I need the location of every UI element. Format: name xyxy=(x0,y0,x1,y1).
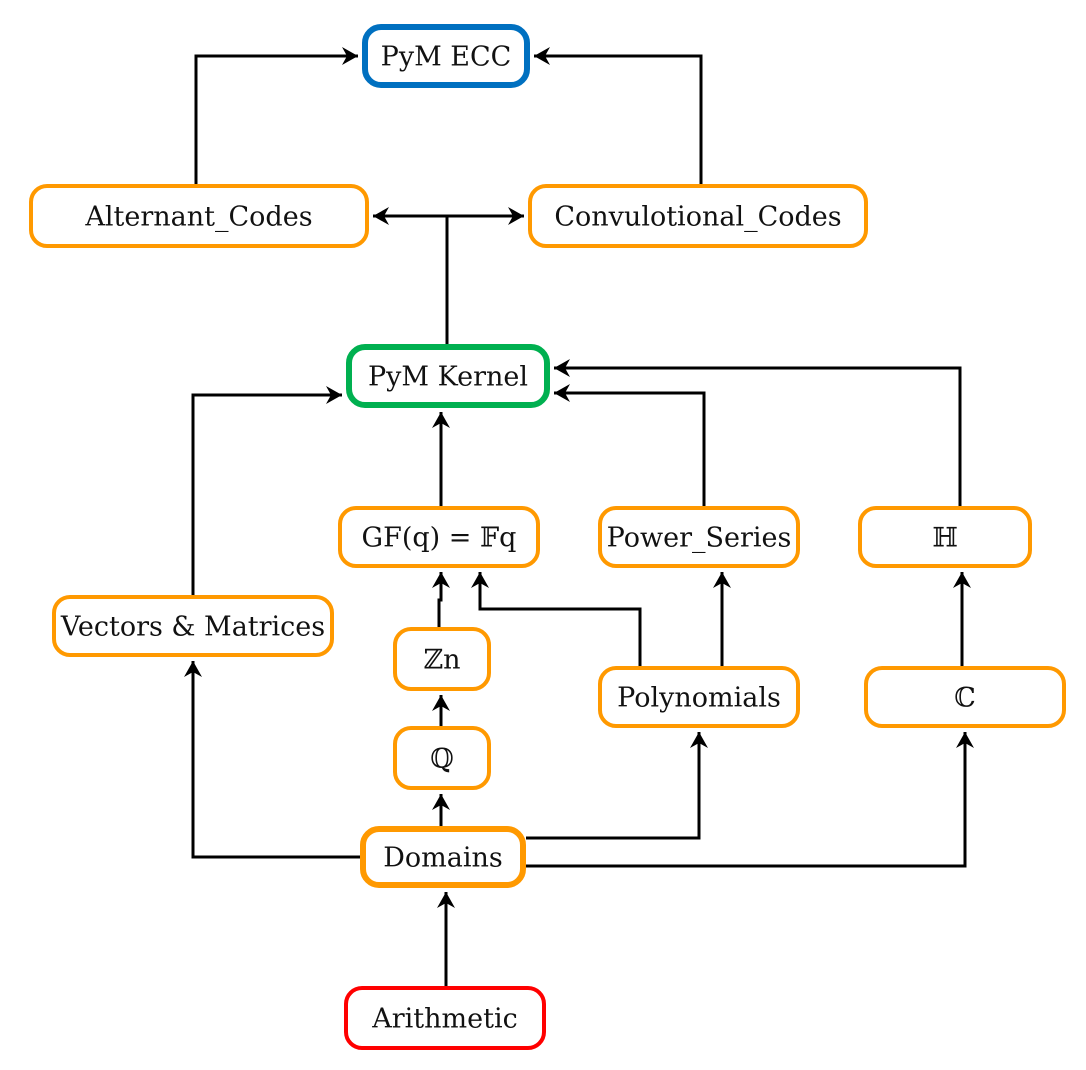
arrowhead-icon xyxy=(432,412,450,428)
arrowhead-icon xyxy=(534,47,550,65)
node-quaternions: ℍ xyxy=(858,506,1032,568)
edge-arithmetic-to-domains xyxy=(437,892,455,986)
node-box xyxy=(528,184,868,248)
arrowhead-icon xyxy=(554,359,570,377)
edge-alternant-codes-to-pym-ecc xyxy=(194,47,358,184)
edge-rationals-to-integers-mod-n xyxy=(432,695,450,726)
node-label: Power_Series xyxy=(607,523,792,554)
node-box xyxy=(29,184,369,248)
edge-pym-kernel-to-convolutional-codes xyxy=(447,207,524,225)
arrowhead-icon xyxy=(432,572,450,588)
arrowhead-icon xyxy=(690,732,708,748)
node-box xyxy=(393,627,491,691)
edge-pym-kernel-to-alternant-codes xyxy=(373,207,449,344)
edge-integers-mod-n-to-gf-q xyxy=(432,572,450,627)
node-box xyxy=(598,506,800,568)
edge-domains-to-polynomials xyxy=(526,732,708,840)
edge-line xyxy=(194,54,358,184)
edge-line xyxy=(526,732,701,840)
arrowhead-icon xyxy=(342,47,358,65)
node-label: PyM ECC xyxy=(381,42,512,73)
node-alternant-codes: Alternant_Codes xyxy=(29,184,369,248)
node-arithmetic: Arithmetic xyxy=(344,986,546,1050)
arrowhead-icon xyxy=(373,207,389,225)
node-box xyxy=(344,986,546,1050)
edge-line xyxy=(373,214,449,344)
node-rationals: ℚ xyxy=(393,726,491,790)
edge-line xyxy=(191,661,360,859)
node-box xyxy=(338,506,540,568)
node-convolutional-codes: Convulotional_Codes xyxy=(528,184,868,248)
edge-line xyxy=(554,391,706,506)
node-label: GF(q) = 𝔽q xyxy=(362,523,517,554)
arrowhead-icon xyxy=(953,572,971,588)
arrowhead-icon xyxy=(713,572,731,588)
arrowhead-icon xyxy=(508,207,524,225)
node-label: Domains xyxy=(383,843,502,874)
node-complex: ℂ xyxy=(864,666,1066,728)
edge-domains-to-vectors-matrices xyxy=(184,661,360,859)
node-vectors-matrices: Vectors & Matrices xyxy=(52,595,334,657)
arrowhead-icon xyxy=(432,695,450,711)
arrowhead-icon xyxy=(956,732,974,748)
node-gf-q: GF(q) = 𝔽q xyxy=(338,506,540,568)
edge-quaternions-to-pym-kernel xyxy=(554,359,962,506)
edge-line xyxy=(478,572,642,666)
node-domains: Domains xyxy=(360,826,526,888)
edge-gf-q-to-pym-kernel xyxy=(432,412,450,506)
arrowhead-icon xyxy=(554,384,570,402)
edge-vectors-matrices-to-pym-kernel xyxy=(191,386,342,595)
arrowhead-icon xyxy=(471,572,489,588)
node-label: Convulotional_Codes xyxy=(554,202,841,233)
node-label: ℚ xyxy=(430,744,454,775)
edge-line xyxy=(554,366,962,506)
edge-line xyxy=(526,732,967,868)
edge-complex-to-quaternions xyxy=(953,572,971,666)
node-label: Vectors & Matrices xyxy=(60,612,325,643)
node-label: Arithmetic xyxy=(371,1004,517,1035)
arrowhead-icon xyxy=(326,386,342,404)
node-label: ℍ xyxy=(932,523,958,554)
node-box xyxy=(52,595,334,657)
node-label: ℂ xyxy=(954,683,976,714)
node-label: Polynomials xyxy=(617,683,781,714)
node-label: Alternant_Codes xyxy=(84,202,312,233)
edge-convolutional-codes-to-pym-ecc xyxy=(534,47,703,184)
node-box xyxy=(346,344,550,408)
node-power-series: Power_Series xyxy=(598,506,800,568)
node-pym-ecc: PyM ECC xyxy=(362,24,530,88)
edge-power-series-to-pym-kernel xyxy=(554,384,706,506)
arrowhead-icon xyxy=(184,661,202,677)
edge-domains-to-rationals xyxy=(432,794,450,826)
node-box xyxy=(360,826,526,888)
nodes-layer: PyM ECC Alternant_Codes Convulotional_Code… xyxy=(29,24,1066,1050)
node-box xyxy=(362,24,530,88)
node-box xyxy=(598,666,800,728)
edge-polynomials-to-power-series xyxy=(713,572,731,666)
edge-line xyxy=(534,54,703,184)
edges-layer xyxy=(184,47,974,986)
arrowhead-icon xyxy=(437,892,455,908)
node-pym-kernel: PyM Kernel xyxy=(346,344,550,408)
node-label: PyM Kernel xyxy=(368,362,528,393)
node-integers-mod-n: ℤn xyxy=(393,627,491,691)
edge-line xyxy=(191,393,342,595)
node-box xyxy=(858,506,1032,568)
node-polynomials: Polynomials xyxy=(598,666,800,728)
arrowhead-icon xyxy=(432,794,450,810)
edge-polynomials-to-gf-q xyxy=(471,572,642,666)
node-box xyxy=(864,666,1066,728)
edge-line xyxy=(437,572,443,627)
edge-domains-to-complex xyxy=(526,732,974,868)
node-box xyxy=(393,726,491,790)
node-label: ℤn xyxy=(423,645,460,676)
